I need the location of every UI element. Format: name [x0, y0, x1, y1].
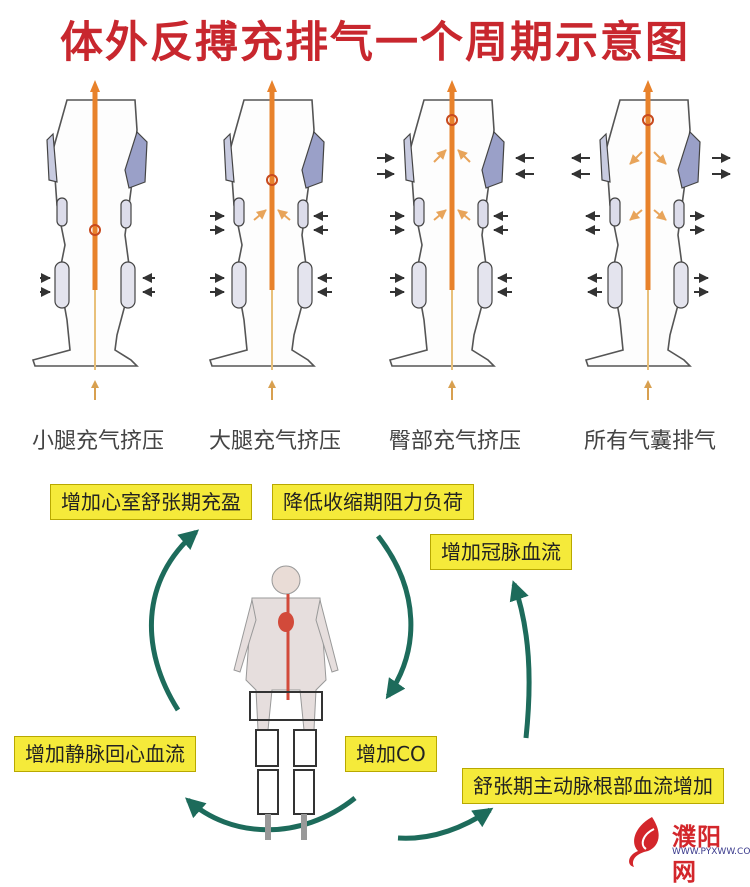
- box-diastolic-filling: 增加心室舒张期充盈: [50, 484, 252, 520]
- stage-label-deflate: 所有气囊排气: [583, 429, 716, 454]
- watermark-url: WWW.PYXWW.COM: [672, 847, 750, 857]
- watermark: 濮阳网 WWW.PYXWW.COM: [624, 813, 750, 886]
- box-lower-afterload: 降低收缩期阻力负荷: [272, 484, 474, 520]
- stage-label-calf: 小腿充气挤压: [31, 429, 164, 454]
- stage-label-thigh: 大腿充气挤压: [208, 429, 341, 454]
- box-aortic-root-flow: 舒张期主动脉根部血流增加: [462, 768, 724, 804]
- body-figure: [233, 565, 339, 840]
- arrow-venous-to-filling: [148, 529, 200, 712]
- arrow-aortic-to-coronary: [509, 580, 532, 739]
- box-venous-return: 增加静脉回心血流: [14, 736, 196, 772]
- watermark-logo-icon: [629, 817, 659, 867]
- leg-stages-illustration: [0, 70, 731, 470]
- cycle-diagram: [148, 529, 532, 841]
- arrow-afterload-to-co: [376, 534, 414, 700]
- arrow-bottom-right: [397, 807, 494, 841]
- page-title: 体外反搏充排气一个周期示意图: [60, 18, 690, 68]
- stage-label-buttock: 臀部充气挤压: [388, 429, 521, 454]
- box-coronary-flow: 增加冠脉血流: [430, 534, 572, 570]
- box-increase-co: 增加CO: [345, 736, 437, 772]
